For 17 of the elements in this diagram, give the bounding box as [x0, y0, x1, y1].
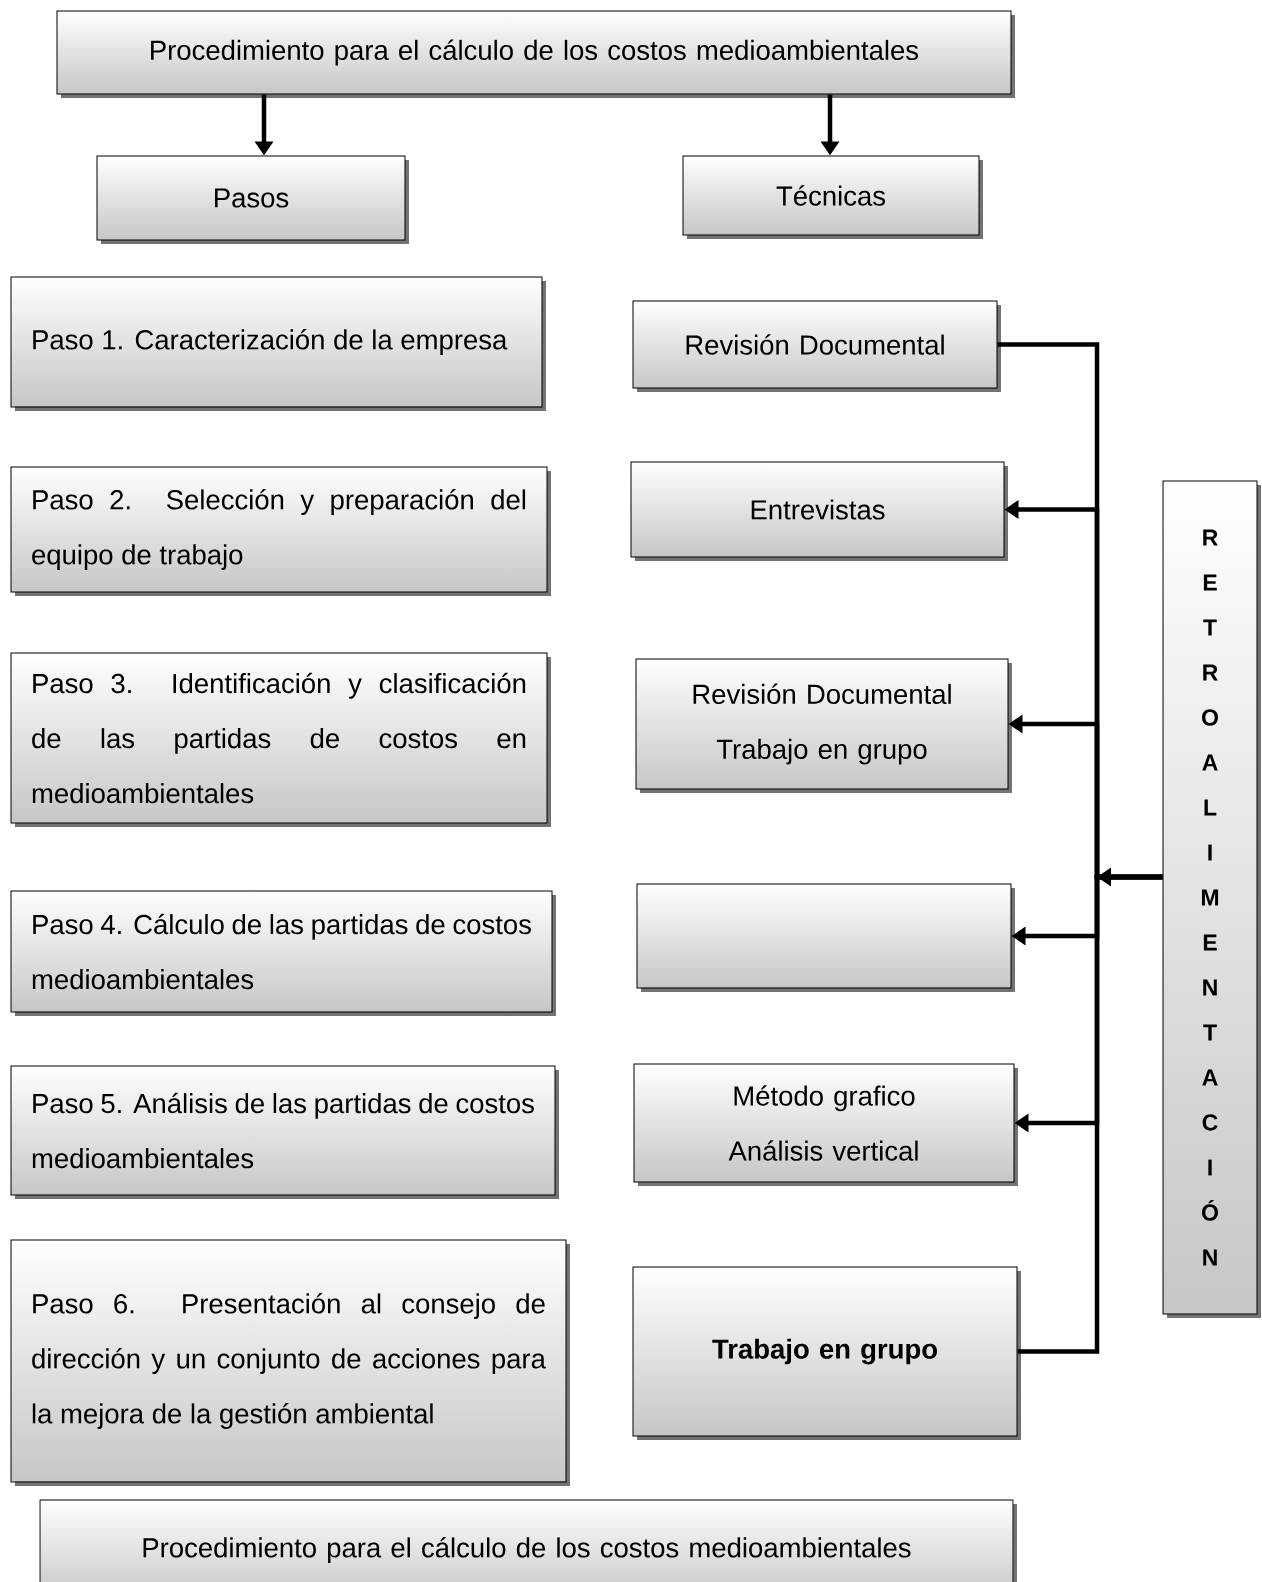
technique-box: Entrevistas: [630, 461, 1008, 561]
step-box: Paso 6. Presentación al consejo de dirección y un conjunto de acciones para la mejora de la gestión ambiental: [10, 1239, 570, 1486]
feedback-bar: RETROALIMENTACIÓN: [1162, 480, 1261, 1318]
step-box: Paso 1. Caracterización de la empresa: [10, 276, 546, 411]
caption-box: Procedimiento para el cálculo de los costos medioambientales: [39, 1499, 1017, 1582]
step-box: Paso 5. Análisis de las partidas de costos medioambientales: [10, 1065, 559, 1199]
header-box: Pasos: [96, 155, 409, 244]
technique-box: Método grafico Análisis vertical: [633, 1063, 1018, 1186]
step-box: Paso 3. Identificación y clasificación de las partidas de costos en medioambientales: [10, 652, 551, 827]
step-box: Paso 4. Cálculo de las partidas de costos medioambientales: [10, 890, 556, 1016]
header-box: Técnicas: [682, 155, 983, 239]
technique-box: Trabajo en grupo: [632, 1266, 1021, 1440]
technique-box: Revisión Documental: [632, 300, 1001, 392]
step-box: Paso 2. Selección y preparación del equipo de trabajo: [10, 466, 551, 596]
technique-box: [636, 883, 1015, 992]
title-box: Procedimiento para el cálculo de los costos medioambientales: [56, 10, 1015, 98]
technique-box: Revisión Documental Trabajo en grupo: [635, 658, 1012, 793]
